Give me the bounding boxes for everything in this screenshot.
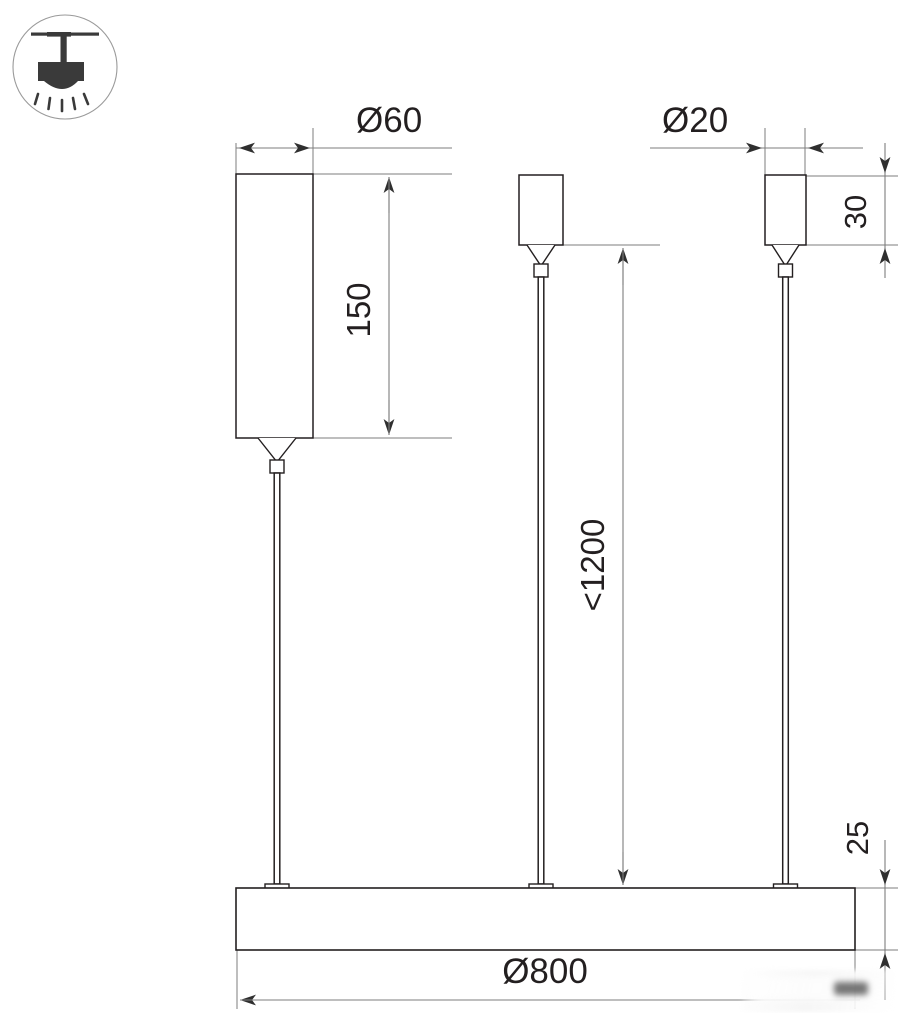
label-rod-diameter: Ø20 [662,101,728,140]
label-canopy-height: 150 [340,282,377,337]
label-small-canopy-height: 30 [838,195,873,229]
label-fixture-diameter: Ø800 [502,952,588,991]
ceiling-mounted-downlight-icon [6,8,138,140]
label-fixture-thickness: 25 [840,821,875,855]
label-canopy-diameter: Ø60 [356,101,422,140]
label-suspension-length: <1200 [574,519,611,612]
